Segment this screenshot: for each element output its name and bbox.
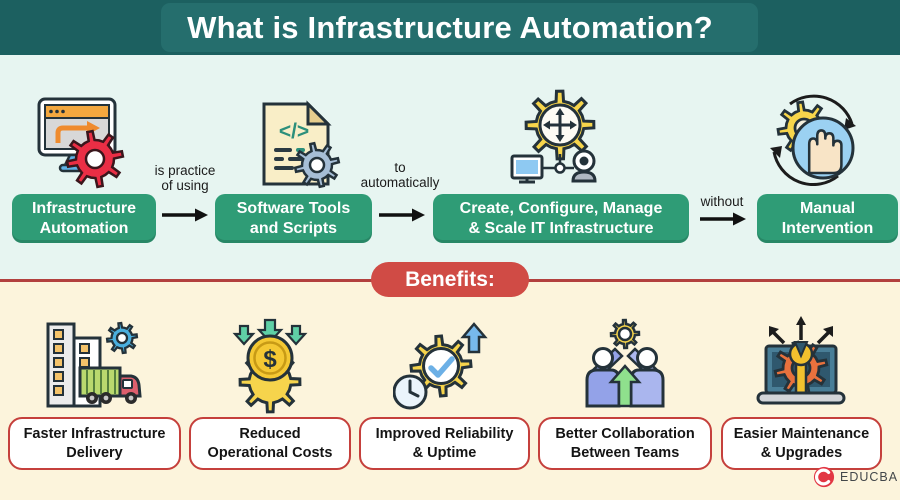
connector-label: without (700, 194, 744, 209)
flow-step-infrastructure-automation: Infrastructure Automation (12, 194, 156, 243)
svg-text:$: $ (263, 346, 277, 373)
benefit-card-maintenance: Easier Maintenance& Upgrades (721, 417, 882, 470)
cost-reduction-icon: $ (232, 318, 308, 414)
team-collaboration-icon (585, 318, 665, 408)
page-title: What is Infrastructure Automation? (187, 9, 713, 45)
benefit-card-reliability: Improved Reliability& Uptime (359, 417, 530, 470)
manual-intervention-icon (770, 94, 856, 186)
educba-logo: EDUCBA (813, 466, 898, 488)
right-arrow-icon (700, 212, 746, 226)
benefits-heading: Benefits: (371, 262, 529, 297)
automation-computer-icon (37, 97, 125, 189)
reliability-uptime-icon (393, 322, 488, 410)
header-panel (161, 3, 758, 52)
header-band: What is Infrastructure Automation? (0, 0, 900, 55)
right-arrow-icon (162, 208, 208, 222)
software-scripts-icon: </> (262, 100, 341, 189)
it-infrastructure-icon (510, 89, 597, 184)
svg-text:</>: </> (279, 120, 309, 143)
flow-step-software-tools: Software Tools and Scripts (215, 194, 372, 243)
infrastructure-delivery-icon (46, 321, 142, 408)
educba-logo-text: EDUCBA (840, 470, 899, 484)
maintenance-upgrades-icon (756, 316, 846, 405)
flow-step-manual-intervention: Manual Intervention (757, 194, 898, 243)
flow-step-create-configure-manage: Create, Configure, Manage & Scale IT Inf… (433, 194, 689, 243)
educba-logo-icon (813, 466, 835, 488)
right-arrow-icon (379, 208, 425, 222)
